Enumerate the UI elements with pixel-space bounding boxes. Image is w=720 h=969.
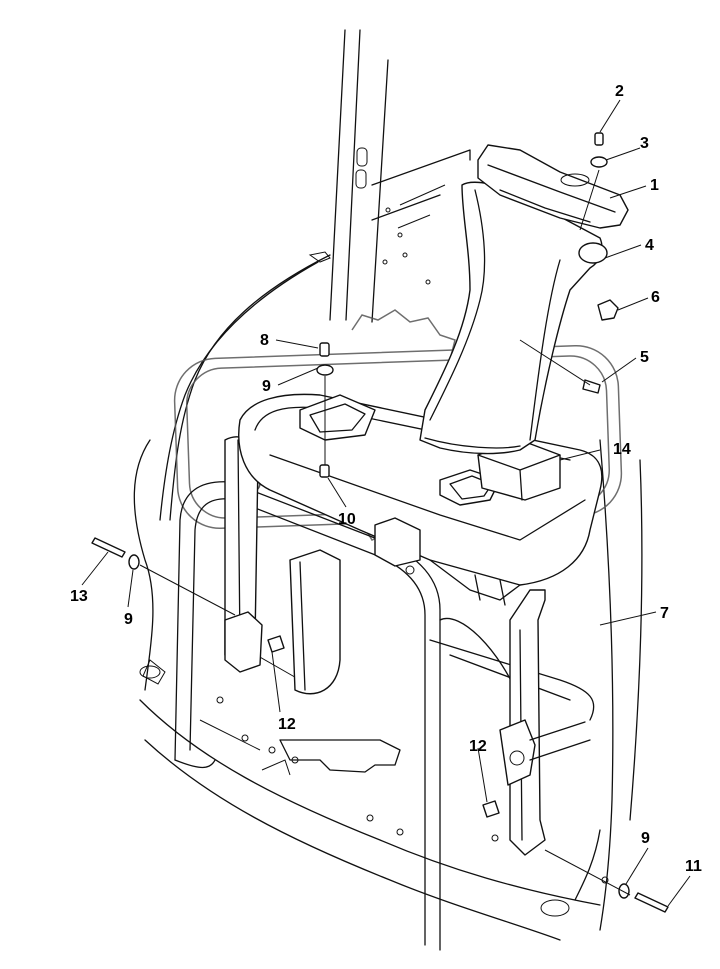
part-13-bolt (91, 537, 126, 558)
part-10-bolt (319, 464, 330, 478)
part-3-washer (590, 156, 608, 168)
callout-9-upper: 9 (262, 378, 271, 395)
callout-9-right: 9 (641, 830, 650, 847)
callout-11: 11 (685, 858, 702, 875)
part-12-clip-left (267, 635, 285, 653)
part-2-bolt (594, 132, 604, 146)
callout-10: 10 (338, 511, 356, 528)
callout-2: 2 (615, 83, 624, 100)
part-6-clip (597, 299, 619, 321)
part-9-washer-upper (316, 364, 334, 376)
assembly-lines (139, 169, 631, 896)
callout-13: 13 (70, 588, 88, 605)
callout-labels: 2 3 1 4 6 5 8 9 14 10 13 9 7 12 12 9 11 (70, 83, 702, 875)
callout-6: 6 (651, 289, 660, 306)
part-8-bolt (319, 342, 330, 357)
callout-1: 1 (650, 177, 659, 194)
part-7-side-duct (499, 589, 591, 856)
part-11-bolt (634, 892, 669, 913)
callout-9-left: 9 (124, 611, 133, 628)
console-frame (174, 436, 595, 951)
callout-12-right: 12 (469, 738, 487, 755)
leader-lines (81, 99, 691, 907)
callout-7: 7 (660, 605, 669, 622)
part-12-clip-right (482, 800, 500, 818)
callout-14: 14 (613, 441, 631, 458)
part-1-top-cover (477, 144, 629, 229)
callout-3: 3 (640, 135, 649, 152)
part-9-washer-right (618, 883, 630, 899)
callout-4: 4 (645, 237, 654, 254)
callout-5: 5 (640, 349, 649, 366)
callout-8: 8 (260, 332, 269, 349)
part-4-upper-duct (419, 181, 608, 455)
part-9-washer-left (128, 554, 140, 570)
callout-12-left: 12 (278, 716, 296, 733)
